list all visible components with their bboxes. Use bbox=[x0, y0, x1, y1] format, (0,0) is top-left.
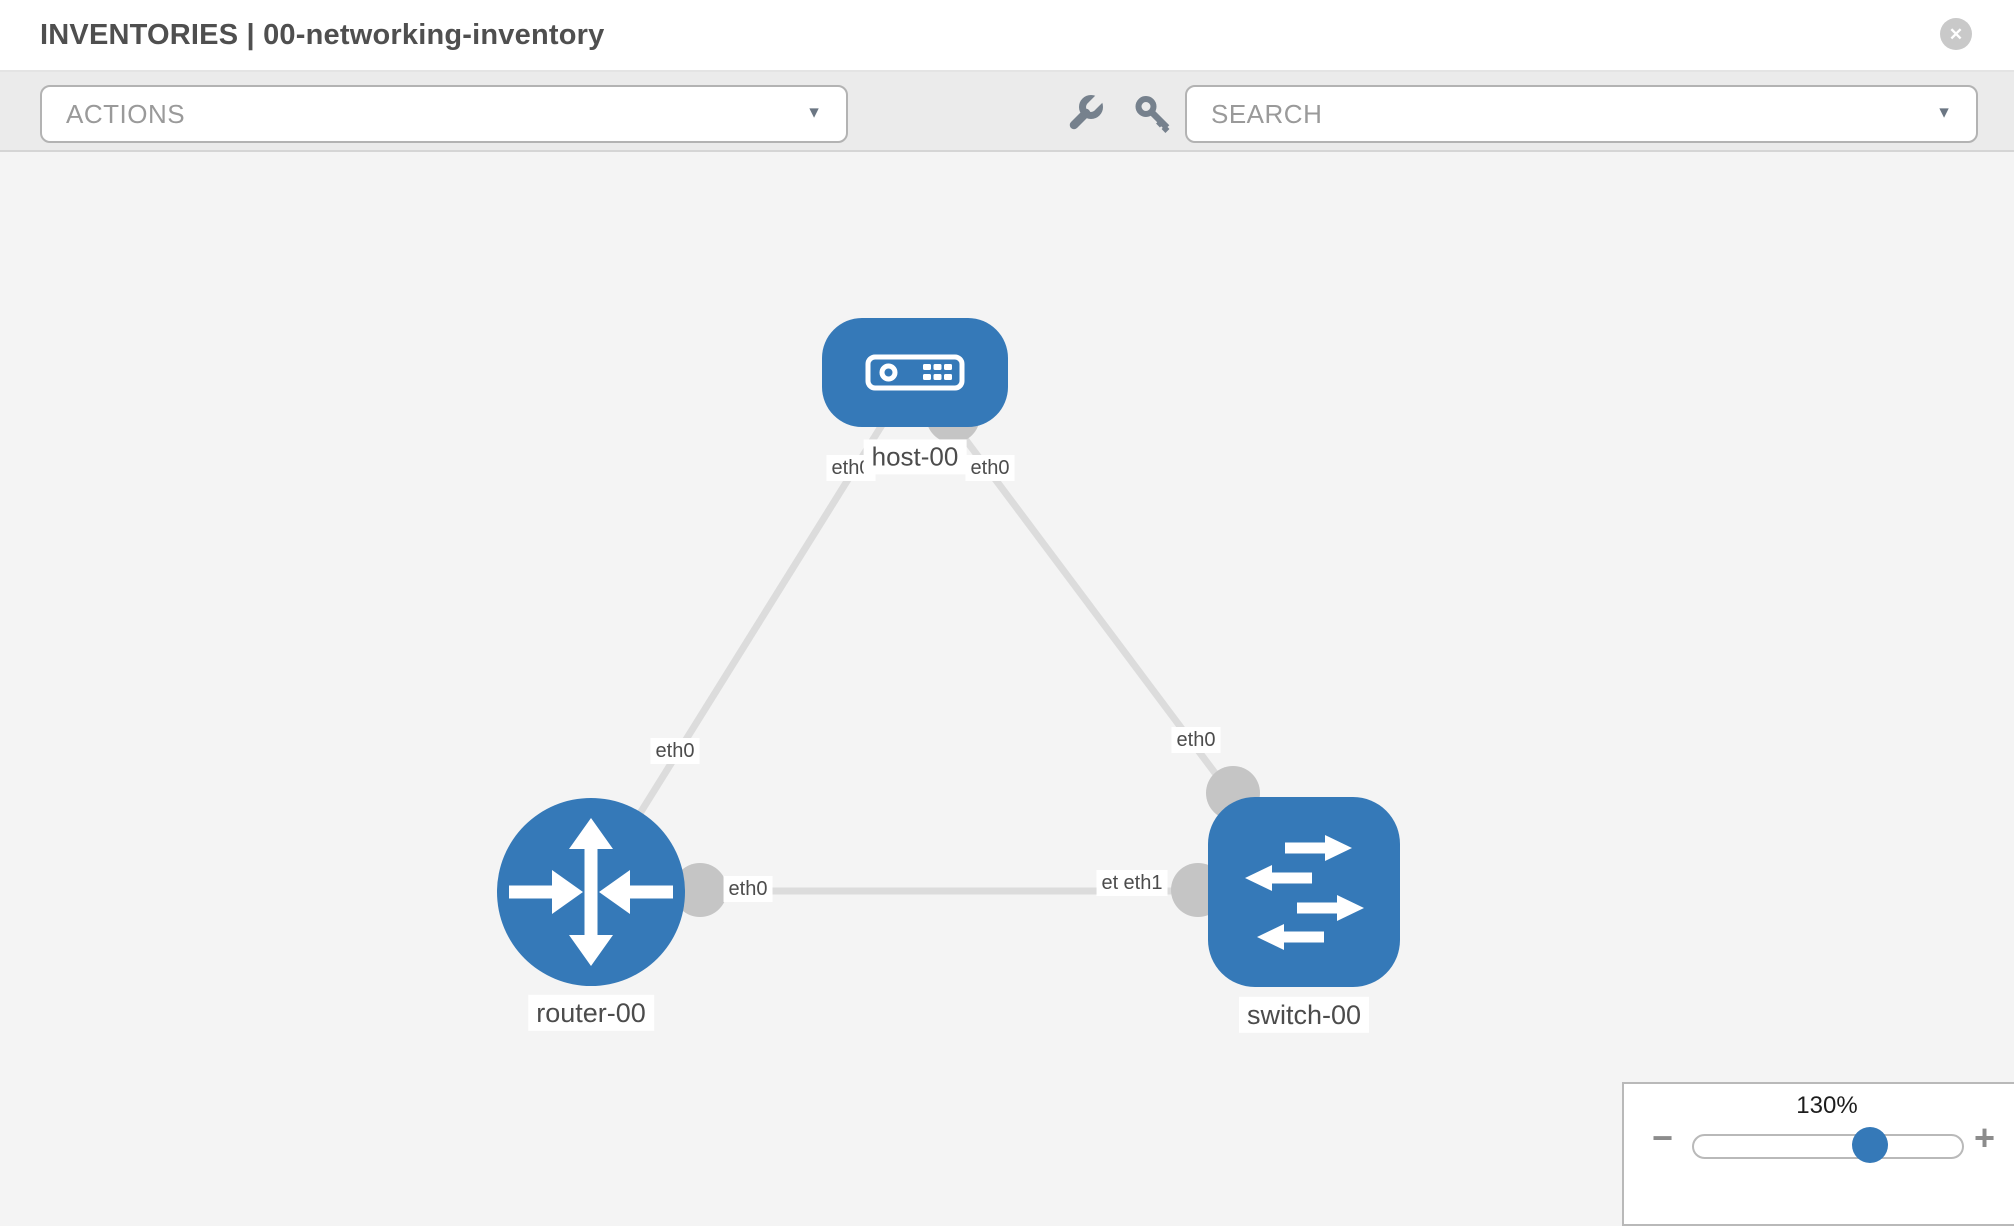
plus-icon: + bbox=[1974, 1117, 1996, 1158]
topology-svg bbox=[497, 318, 1400, 987]
interface-label: eth1 bbox=[1118, 870, 1168, 896]
zoom-panel: 130% − + bbox=[1622, 1082, 2014, 1226]
host-icon bbox=[865, 354, 965, 391]
chevron-down-icon: ▼ bbox=[806, 104, 822, 122]
interface-label: eth0 bbox=[723, 876, 773, 902]
key-button[interactable] bbox=[1133, 94, 1173, 134]
actions-dropdown-label: ACTIONS bbox=[66, 98, 186, 129]
interface-label: eth0 bbox=[650, 738, 700, 764]
search-dropdown[interactable]: SEARCH ▼ bbox=[1185, 85, 1978, 143]
interface-label: eth0 bbox=[1171, 727, 1221, 753]
node-label-host: host-00 bbox=[863, 439, 967, 475]
wrench-icon bbox=[1069, 94, 1105, 130]
close-icon: ✕ bbox=[1948, 24, 1964, 44]
zoom-in-button[interactable]: + bbox=[1974, 1120, 1995, 1156]
toolbar: ACTIONS ▼ SEARCH ▼ bbox=[0, 72, 2014, 152]
page-title: INVENTORIES | 00-networking-inventory bbox=[40, 18, 605, 51]
key-icon bbox=[1135, 96, 1170, 133]
close-button[interactable]: ✕ bbox=[1940, 18, 1972, 50]
node-label-switch: switch-00 bbox=[1238, 996, 1370, 1034]
zoom-level: 130% bbox=[1796, 1092, 1858, 1119]
interface-connector-router-right[interactable] bbox=[673, 863, 727, 917]
interface-label: eth0 bbox=[965, 455, 1015, 481]
search-dropdown-label: SEARCH bbox=[1211, 98, 1323, 129]
node-router-00[interactable] bbox=[497, 798, 685, 986]
node-switch-00[interactable] bbox=[1208, 797, 1400, 987]
switch-icon bbox=[1245, 835, 1364, 950]
zoom-out-button[interactable]: − bbox=[1652, 1120, 1673, 1156]
zoom-slider[interactable] bbox=[1692, 1127, 1964, 1163]
router-icon bbox=[509, 818, 673, 966]
header: INVENTORIES | 00-networking-inventory ✕ bbox=[0, 0, 2014, 72]
toolbox-button[interactable] bbox=[1065, 94, 1105, 134]
zoom-slider-thumb[interactable] bbox=[1852, 1127, 1888, 1163]
chevron-down-icon: ▼ bbox=[1936, 104, 1952, 122]
topology-canvas[interactable]: eth0 eth0 eth0 eth0 eth0 eth0 eth1 host-… bbox=[0, 152, 2014, 1200]
minus-icon: − bbox=[1652, 1117, 1674, 1158]
node-label-router: router-00 bbox=[528, 994, 654, 1032]
node-host-00[interactable] bbox=[822, 318, 1008, 427]
actions-dropdown[interactable]: ACTIONS ▼ bbox=[40, 85, 848, 143]
